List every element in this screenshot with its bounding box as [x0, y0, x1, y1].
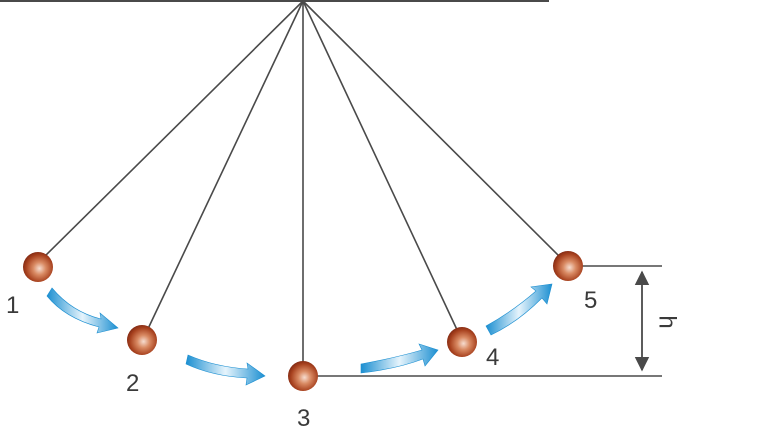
- motion-arrow-4-5: [485, 283, 553, 336]
- bobs: [23, 251, 583, 391]
- motion-arrow-1-2: [46, 287, 119, 334]
- motion-arrows: [46, 283, 553, 386]
- string-4: [302, 0, 460, 335]
- bob-5: [553, 251, 583, 281]
- motion-arrow-2-3: [185, 354, 266, 386]
- string-1: [41, 0, 304, 260]
- position-label-1: 1: [6, 292, 19, 319]
- bob-1: [23, 252, 53, 282]
- string-5: [302, 0, 563, 260]
- strings: [41, 0, 563, 372]
- height-label: h: [654, 315, 681, 328]
- bob-4: [447, 327, 477, 357]
- position-labels: 1 2 3 4 5: [6, 287, 597, 432]
- position-label-5: 5: [584, 287, 597, 314]
- position-label-2: 2: [126, 370, 139, 397]
- position-label-3: 3: [297, 405, 310, 432]
- bob-3: [288, 361, 318, 391]
- bob-2: [127, 325, 157, 355]
- position-label-4: 4: [486, 344, 499, 371]
- motion-arrow-3-4: [360, 343, 439, 374]
- string-2: [145, 0, 304, 334]
